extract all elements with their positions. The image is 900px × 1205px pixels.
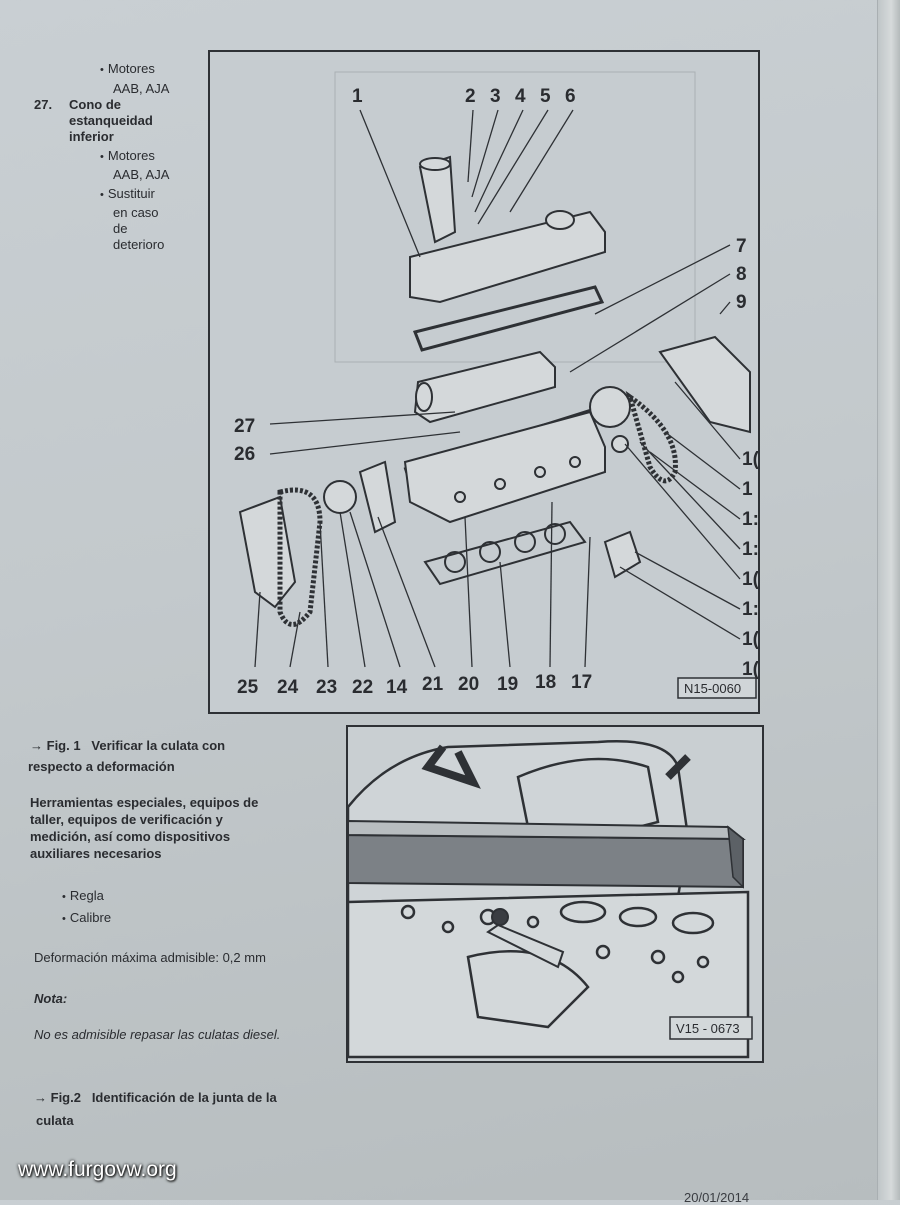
- list-text: Sustituir: [107, 186, 155, 201]
- item-27-bullet-motores-cont: AAB, AJA: [113, 167, 170, 182]
- tool-text: Calibre: [69, 910, 112, 925]
- callout-7: 7: [736, 236, 747, 257]
- callout-18: 18: [535, 672, 556, 693]
- callout-right-11: 1: [742, 479, 753, 500]
- callout-22: 22: [352, 677, 373, 698]
- deformation-spec: Deformación máxima admisible: 0,2 mm: [34, 950, 266, 965]
- pump-cover: [658, 335, 751, 434]
- item-27-bullet-line-2: en caso: [113, 205, 159, 220]
- callout-1: 1: [352, 86, 363, 107]
- callout-21: 21: [422, 674, 444, 695]
- note-text: No es admisible repasar las culatas dies…: [34, 1027, 281, 1042]
- head-gasket: [423, 520, 587, 586]
- inner-cover: [358, 460, 397, 534]
- arrow-icon: →: [30, 738, 43, 753]
- note-label: Nota:: [34, 991, 68, 1006]
- callout-right-14: 1(: [742, 569, 758, 590]
- item-27-title-2: estanqueidad: [69, 113, 153, 128]
- callout-right-12: 1:: [742, 509, 758, 530]
- list-item-motores-a: Motores: [100, 60, 155, 79]
- callout-3: 3: [490, 86, 501, 107]
- callout-5: 5: [540, 86, 551, 107]
- item-27-number: 27.: [34, 97, 53, 112]
- item-27-bullet-line-3: de: [113, 221, 128, 236]
- item-27-bullet-line-4: deterioro: [113, 237, 165, 252]
- callout-23: 23: [316, 677, 337, 698]
- fig2-title-1: Identificación de la junta de la: [91, 1090, 277, 1105]
- seal: [611, 435, 629, 453]
- callout-8: 8: [736, 264, 747, 285]
- fig1-title-2: respecto a deformación: [28, 759, 175, 774]
- cylinder-head: [403, 410, 606, 524]
- fig1-title-1: Verificar la culata con: [91, 738, 226, 753]
- tools-heading-3: medición, así como dispositivos: [30, 829, 231, 844]
- callout-right-13: 1:: [742, 539, 758, 560]
- callout-17: 17: [571, 672, 592, 693]
- callout-20: 20: [458, 674, 479, 695]
- background-frame: [334, 71, 696, 363]
- list-item-motores-a-cont: AAB, AJA: [113, 81, 170, 96]
- bracket: [603, 530, 642, 579]
- callout-27: 27: [234, 416, 255, 437]
- exploded-diagram-svg: 1 2 3 4 5 6 7 8 9 1( 1 1: 1: 1( 1: 1( 1(…: [234, 71, 760, 699]
- callout-24: 24: [277, 677, 299, 698]
- tools-heading-4: auxiliares necesarios: [30, 846, 162, 861]
- straightedge-check-figure: V15 - 0673: [346, 725, 764, 1063]
- callout-4: 4: [515, 86, 526, 107]
- figure-bottom-ref-box: [669, 1016, 753, 1040]
- valve-cover-gasket: [412, 285, 605, 352]
- fig2-title-2: culata: [36, 1113, 74, 1128]
- exploded-engine-diagram: 1 2 3 4 5 6 7 8 9 1( 1 1: 1: 1( 1: 1( 1(…: [208, 50, 760, 714]
- fig2-label: Fig.2: [50, 1090, 81, 1105]
- fig1-caption-line1: → Fig. 1 Verificar la culata con: [30, 737, 225, 755]
- valve-cover: [409, 155, 606, 304]
- tool-text: Regla: [69, 888, 104, 903]
- callout-14: 14: [386, 677, 408, 698]
- cam-housing: [413, 350, 556, 424]
- figure-ref-label: N15-0060: [684, 681, 741, 696]
- callout-right-10: 1(: [742, 449, 758, 470]
- timing-belt-cover: [238, 495, 297, 609]
- fig2-caption-line1: → Fig.2 Identificación de la junta de la: [34, 1089, 277, 1107]
- arrow-icon: →: [34, 1090, 47, 1105]
- straightedge-svg: V15 - 0673: [346, 727, 762, 1061]
- callout-19: 19: [497, 674, 518, 695]
- timing-belt: [277, 487, 323, 627]
- leader-lines: [254, 109, 741, 668]
- callout-right-16: 1(: [742, 629, 758, 650]
- callout-6: 6: [565, 86, 576, 107]
- figure-ref-box: [677, 677, 757, 699]
- list-text: Motores: [107, 61, 155, 76]
- callout-9: 9: [736, 292, 747, 313]
- pump-belt: [625, 390, 678, 484]
- callout-25: 25: [237, 677, 259, 698]
- tool-item-regla: Regla: [62, 887, 104, 906]
- callout-right-15: 1:: [742, 599, 758, 620]
- cylinder-head-deck: [346, 890, 750, 1059]
- item-27-title-1: Cono de: [69, 97, 121, 112]
- tools-heading-1: Herramientas especiales, equipos de: [30, 795, 259, 810]
- callout-26: 26: [234, 444, 255, 465]
- figure-bottom-ref-label: V15 - 0673: [676, 1021, 740, 1036]
- straightedge: [347, 819, 746, 889]
- tool-item-calibre: Calibre: [62, 909, 111, 928]
- item-27-bullet-motores: Motores: [100, 147, 155, 166]
- callout-2: 2: [465, 86, 476, 107]
- item-27-title-3: inferior: [69, 129, 114, 144]
- camshaft-sprocket: [323, 480, 357, 514]
- watermark: www.furgovw.org: [18, 1158, 177, 1181]
- fig1-label: Fig. 1: [46, 738, 81, 753]
- tools-heading-2: taller, equipos de verificación y: [30, 812, 223, 827]
- callout-right-17: 1(: [742, 659, 758, 680]
- pump-pulley: [589, 386, 631, 428]
- footer-date-partial: 20/01/2014: [684, 1190, 750, 1205]
- feeler-gauge: [486, 908, 565, 969]
- list-text: Motores: [107, 148, 155, 163]
- item-27-bullet-sustituir: Sustituir: [100, 185, 155, 204]
- page-edge: [877, 0, 900, 1200]
